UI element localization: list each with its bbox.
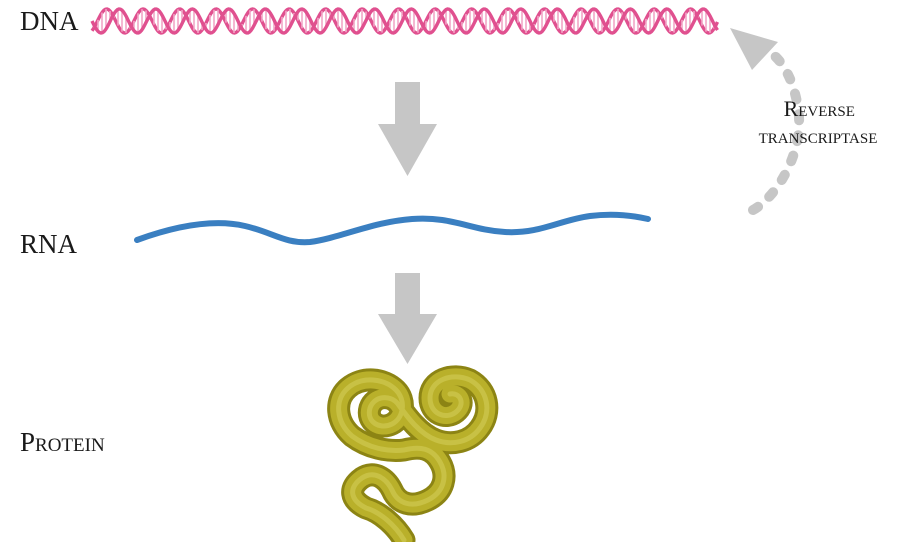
reverse-transcription-dashed-arrow — [748, 47, 805, 215]
reverse-transcriptase-label: Reverse transcriptase — [759, 96, 878, 148]
reverse-transcriptase-line1: Reverse — [784, 96, 855, 121]
reverse-transcription-arrowhead — [730, 28, 778, 70]
rna-label: RNA — [20, 229, 78, 259]
rna-strand — [134, 211, 651, 246]
transcription-arrow — [378, 82, 437, 176]
dna-strand-front — [90, 7, 719, 35]
reverse-transcriptase-line2: transcriptase — [759, 123, 878, 148]
protein-chain — [330, 368, 496, 542]
dna-label: DNA — [20, 6, 79, 36]
dna-double-helix — [90, 7, 720, 35]
protein-label: Protein — [20, 427, 105, 457]
protein-chain-highlight — [336, 374, 490, 542]
folded-protein — [327, 365, 499, 542]
translation-arrow — [378, 273, 437, 364]
